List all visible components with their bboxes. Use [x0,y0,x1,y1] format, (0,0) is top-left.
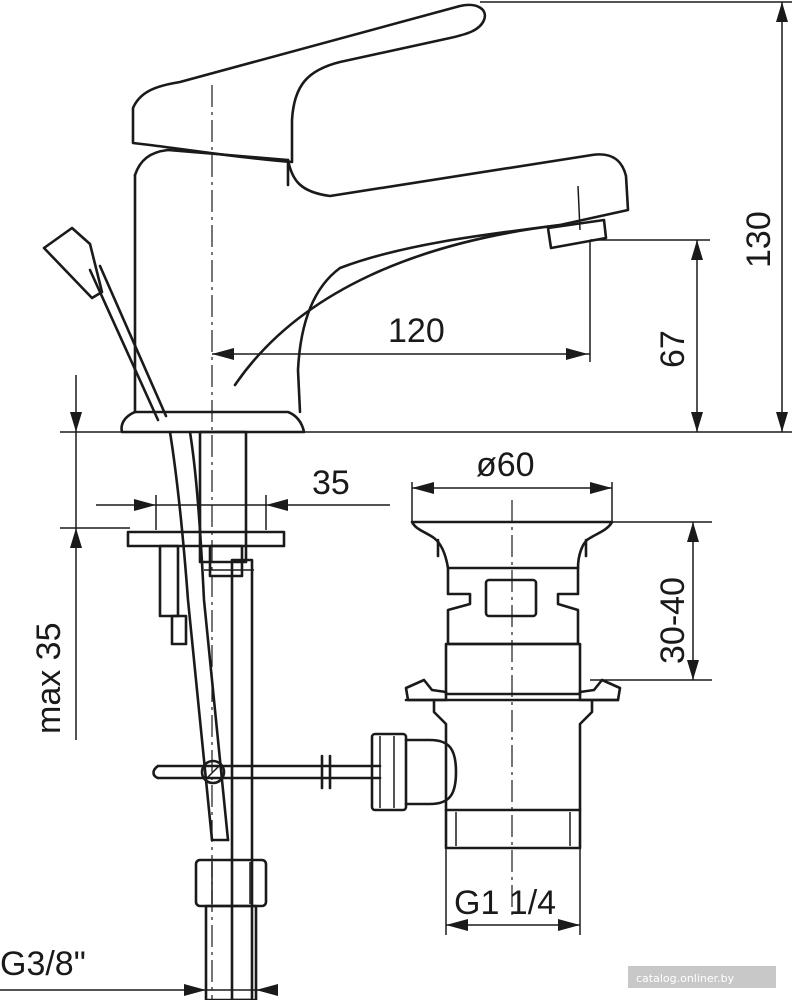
dim-g38-label: G3/8" [0,945,86,983]
drain-tailpiece [444,808,582,850]
waste-drain [370,500,622,920]
dim-max35-label: max 35 [30,623,68,735]
mounting-plate [126,530,286,548]
faucet-base [120,410,306,434]
linkage-clamp [200,759,226,785]
dim-67-label: 67 [654,330,692,368]
dim-30-40-label: 30-40 [654,577,692,664]
watermark: catalog.onliner.by [636,972,735,985]
faucet [120,3,630,1000]
watermark-bg [628,966,776,988]
dim-d60-label: ø60 [476,446,535,484]
dim-130-label: 130 [740,211,778,268]
faucet-aerator [546,218,608,250]
dim-35-label: 35 [312,464,350,502]
drain-side-connector [404,738,458,806]
popup-rod [88,268,160,422]
drain-flange [404,678,622,702]
linkage-rod [152,764,332,780]
supply-hose [168,430,214,842]
popup-knob [42,226,104,300]
faucet-lever [131,3,487,164]
faucet-spout [286,153,630,414]
faucet-cartridge-cap [133,148,290,187]
dim-g114-label: G1 1/4 [454,884,556,922]
mounting-assembly [42,226,382,1000]
drain-body [432,698,594,812]
dim-120-label: 120 [388,312,445,350]
